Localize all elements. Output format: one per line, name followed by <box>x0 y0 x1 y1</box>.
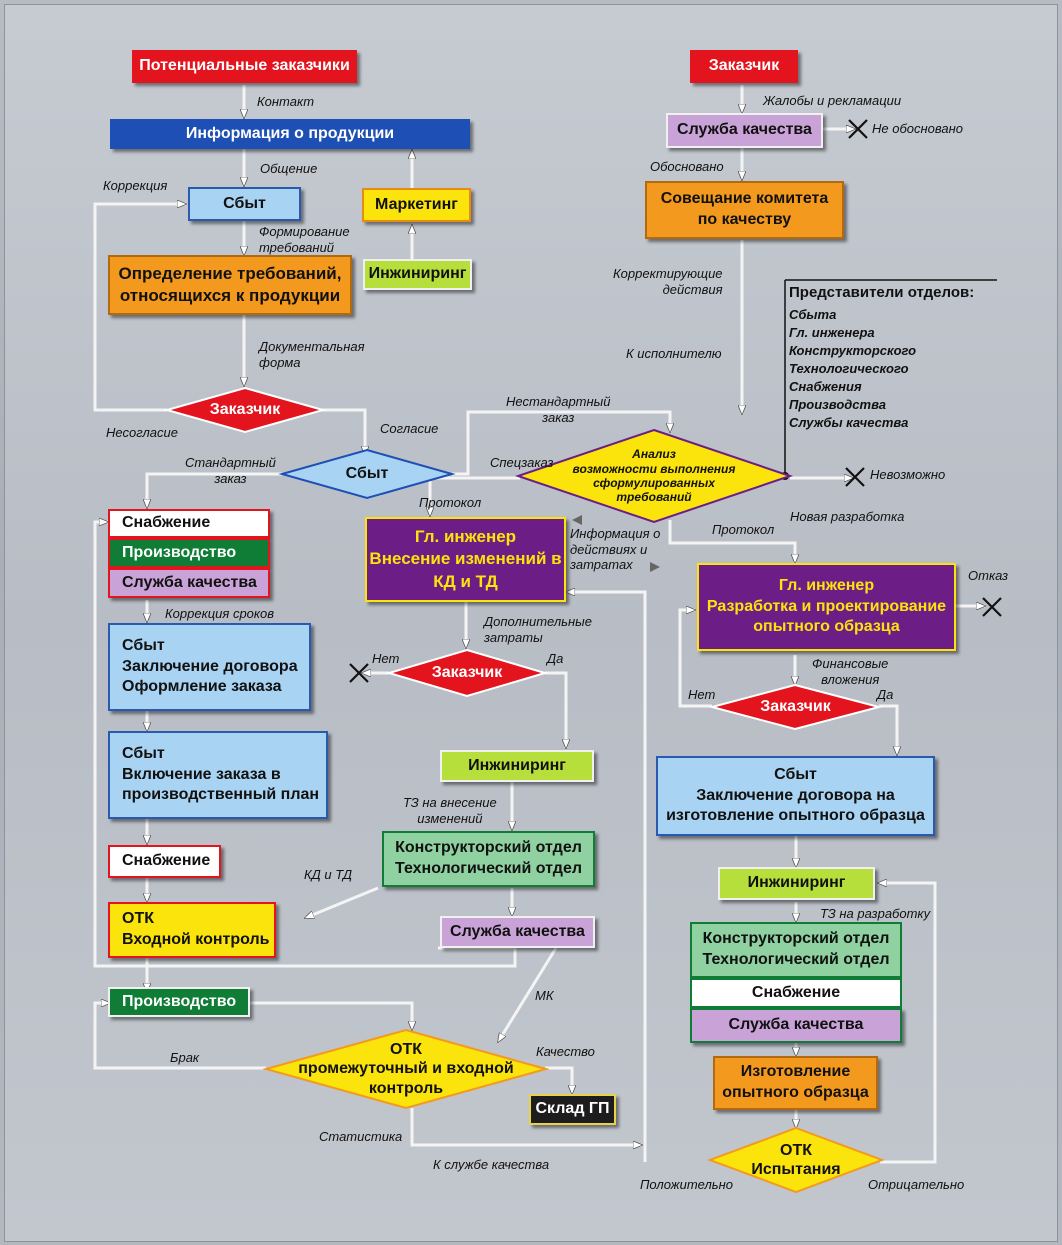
representative-item: Технологического <box>789 361 909 376</box>
customer-top-box: Заказчик <box>690 50 798 83</box>
representative-item: Гл. инженера <box>789 325 875 340</box>
label-to-executor: К исполнителю <box>626 346 722 361</box>
analysis-diamond: Анализ возможности выполнения сформулиро… <box>514 428 794 524</box>
customer-left-diamond: Заказчик <box>163 386 327 434</box>
label-positive: Положительно <box>640 1177 733 1192</box>
production-bottom-box: Производство <box>108 987 250 1017</box>
quality-complaints-box: Служба качества <box>666 113 823 148</box>
label-tz-development: ТЗ на разработку <box>820 906 931 921</box>
label-forming-requirements: Формирование требований <box>259 224 350 255</box>
label-kd-td: КД и ТД <box>304 867 353 882</box>
label-complaints: Жалобы и рекламации <box>763 93 902 108</box>
engineering-top-box: Инжиниринг <box>363 259 472 290</box>
impossible-x-icon <box>845 467 865 487</box>
prototype-manufacture-box: Изготовление опытного образца <box>713 1056 878 1110</box>
label-info-actions-costs: Информация о действиях и затратах <box>570 526 661 573</box>
design-tech-mid-box: Конструкторский отдел Технологический от… <box>382 831 595 887</box>
warehouse-box: Склад ГП <box>529 1094 616 1125</box>
engineering-right-box: Инжиниринг <box>718 867 875 900</box>
otk-tests-diamond: ОТК Испытания <box>707 1126 885 1194</box>
customer-mid-diamond: Заказчик <box>385 648 549 698</box>
info-arrow-left-icon <box>572 515 582 525</box>
chief-engineer-changes-box: Гл. инженер Внесение изменений в КД и ТД <box>365 517 566 602</box>
chief-engineer-prototype-box: Гл. инженер Разработка и проектирование … <box>697 563 956 651</box>
label-negative: Отрицательно <box>868 1177 965 1192</box>
label-no-right: Нет <box>688 687 716 702</box>
label-disagreement: Несогласие <box>106 425 178 440</box>
label-yes-mid: Да <box>547 651 564 666</box>
label-protocol-left: Протокол <box>419 495 482 510</box>
label-mk: МК <box>535 988 554 1003</box>
label-defect: Брак <box>170 1050 200 1065</box>
requirements-box: Определение требований, относящихся к пр… <box>108 255 352 315</box>
committee-box: Совещание комитета по качеству <box>645 181 844 239</box>
sales-decision-label: Сбыт <box>345 465 389 483</box>
contract-prototype-box: Сбыт Заключение договора на изготовление… <box>656 756 935 836</box>
contract-order-box: Сбыт Заключение договора Оформление зака… <box>108 623 311 711</box>
analysis-label: Анализ возможности выполнения сформулиро… <box>572 447 736 505</box>
representative-item: Конструкторского <box>789 343 917 358</box>
label-financial-investments: Финансовые вложения <box>812 656 889 687</box>
supply-stack-box: Снабжение <box>108 509 270 538</box>
representatives-panel: Представители отделов: Сбыта Гл. инженер… <box>789 282 999 437</box>
customer-right-diamond: Заказчик <box>708 683 883 731</box>
label-yes-right: Да <box>877 687 894 702</box>
otk-intermediate-label: ОТК промежуточный и входной контроль <box>298 1041 514 1097</box>
label-special-order: Спецзаказ <box>490 455 554 470</box>
customer-left-label: Заказчик <box>209 401 281 419</box>
label-tz-changes: ТЗ на внесение изменений <box>403 795 497 826</box>
representative-item: Службы качества <box>789 415 909 430</box>
label-standard-order: Стандартный заказ <box>185 455 276 486</box>
production-plan-box: Сбыт Включение заказа в производственный… <box>108 731 328 819</box>
label-to-quality-service: К службе качества <box>433 1157 550 1172</box>
representative-item: Сбыта <box>789 307 837 322</box>
potential-customers-box: Потенциальные заказчики <box>132 50 357 83</box>
marketing-box: Маркетинг <box>362 188 471 222</box>
design-tech-right-box: Конструкторский отдел Технологический от… <box>690 922 902 978</box>
label-correction: Коррекция <box>103 178 168 193</box>
label-new-development: Новая разработка <box>790 509 905 524</box>
quality-right-box: Служба качества <box>690 1008 902 1043</box>
representative-item: Производства <box>789 397 887 412</box>
label-additional-costs: Дополнительные затраты <box>484 614 592 645</box>
supply-right-box: Снабжение <box>690 978 902 1008</box>
label-non-standard-order: Нестандартный заказ <box>506 394 611 425</box>
customer-mid-label: Заказчик <box>431 664 503 682</box>
label-no-mid: Нет <box>372 651 400 666</box>
label-quality: Качество <box>536 1044 595 1059</box>
label-justified: Обосновано <box>650 159 724 174</box>
refusal-x-icon <box>982 597 1002 617</box>
representatives-title: Представители отделов: <box>789 284 975 301</box>
quality-mid-box: Служба качества <box>440 916 595 948</box>
product-info-box: Информация о продукции <box>110 119 470 149</box>
representative-item: Снабжения <box>789 379 862 394</box>
otk-tests-label: ОТК Испытания <box>751 1141 841 1178</box>
label-agreement: Согласие <box>380 421 439 436</box>
label-contact: Контакт <box>257 94 315 109</box>
label-term-correction: Коррекция сроков <box>165 606 275 621</box>
no-mid-x-icon <box>349 663 369 683</box>
rejected-x-icon <box>848 119 868 139</box>
sales-decision-diamond: Сбыт <box>278 448 456 500</box>
label-document-form: Документальная форма <box>259 339 365 370</box>
otk-input-box: ОТК Входной контроль <box>108 902 276 958</box>
info-arrow-right-icon <box>650 562 660 572</box>
supply-mid-box: Снабжение <box>108 845 221 878</box>
representatives-list: Сбыта Гл. инженера Конструкторского Техн… <box>789 306 999 432</box>
otk-intermediate-diamond: ОТК промежуточный и входной контроль <box>262 1028 550 1110</box>
label-protocol-right: Протокол <box>712 522 775 537</box>
label-refusal: Отказ <box>968 568 1009 583</box>
engineering-mid-box: Инжиниринг <box>440 750 594 782</box>
label-impossible: Невозможно <box>870 467 946 482</box>
label-corrective-actions: Корректирующие действия <box>613 266 723 297</box>
label-statistics: Статистика <box>319 1129 403 1144</box>
customer-right-label: Заказчик <box>760 698 831 716</box>
production-stack-box: Производство <box>108 538 270 568</box>
label-not-justified: Не обосновано <box>872 121 963 136</box>
label-communication: Общение <box>260 161 318 176</box>
quality-stack-box: Служба качества <box>108 568 270 598</box>
sales-top-box: Сбыт <box>188 187 301 221</box>
